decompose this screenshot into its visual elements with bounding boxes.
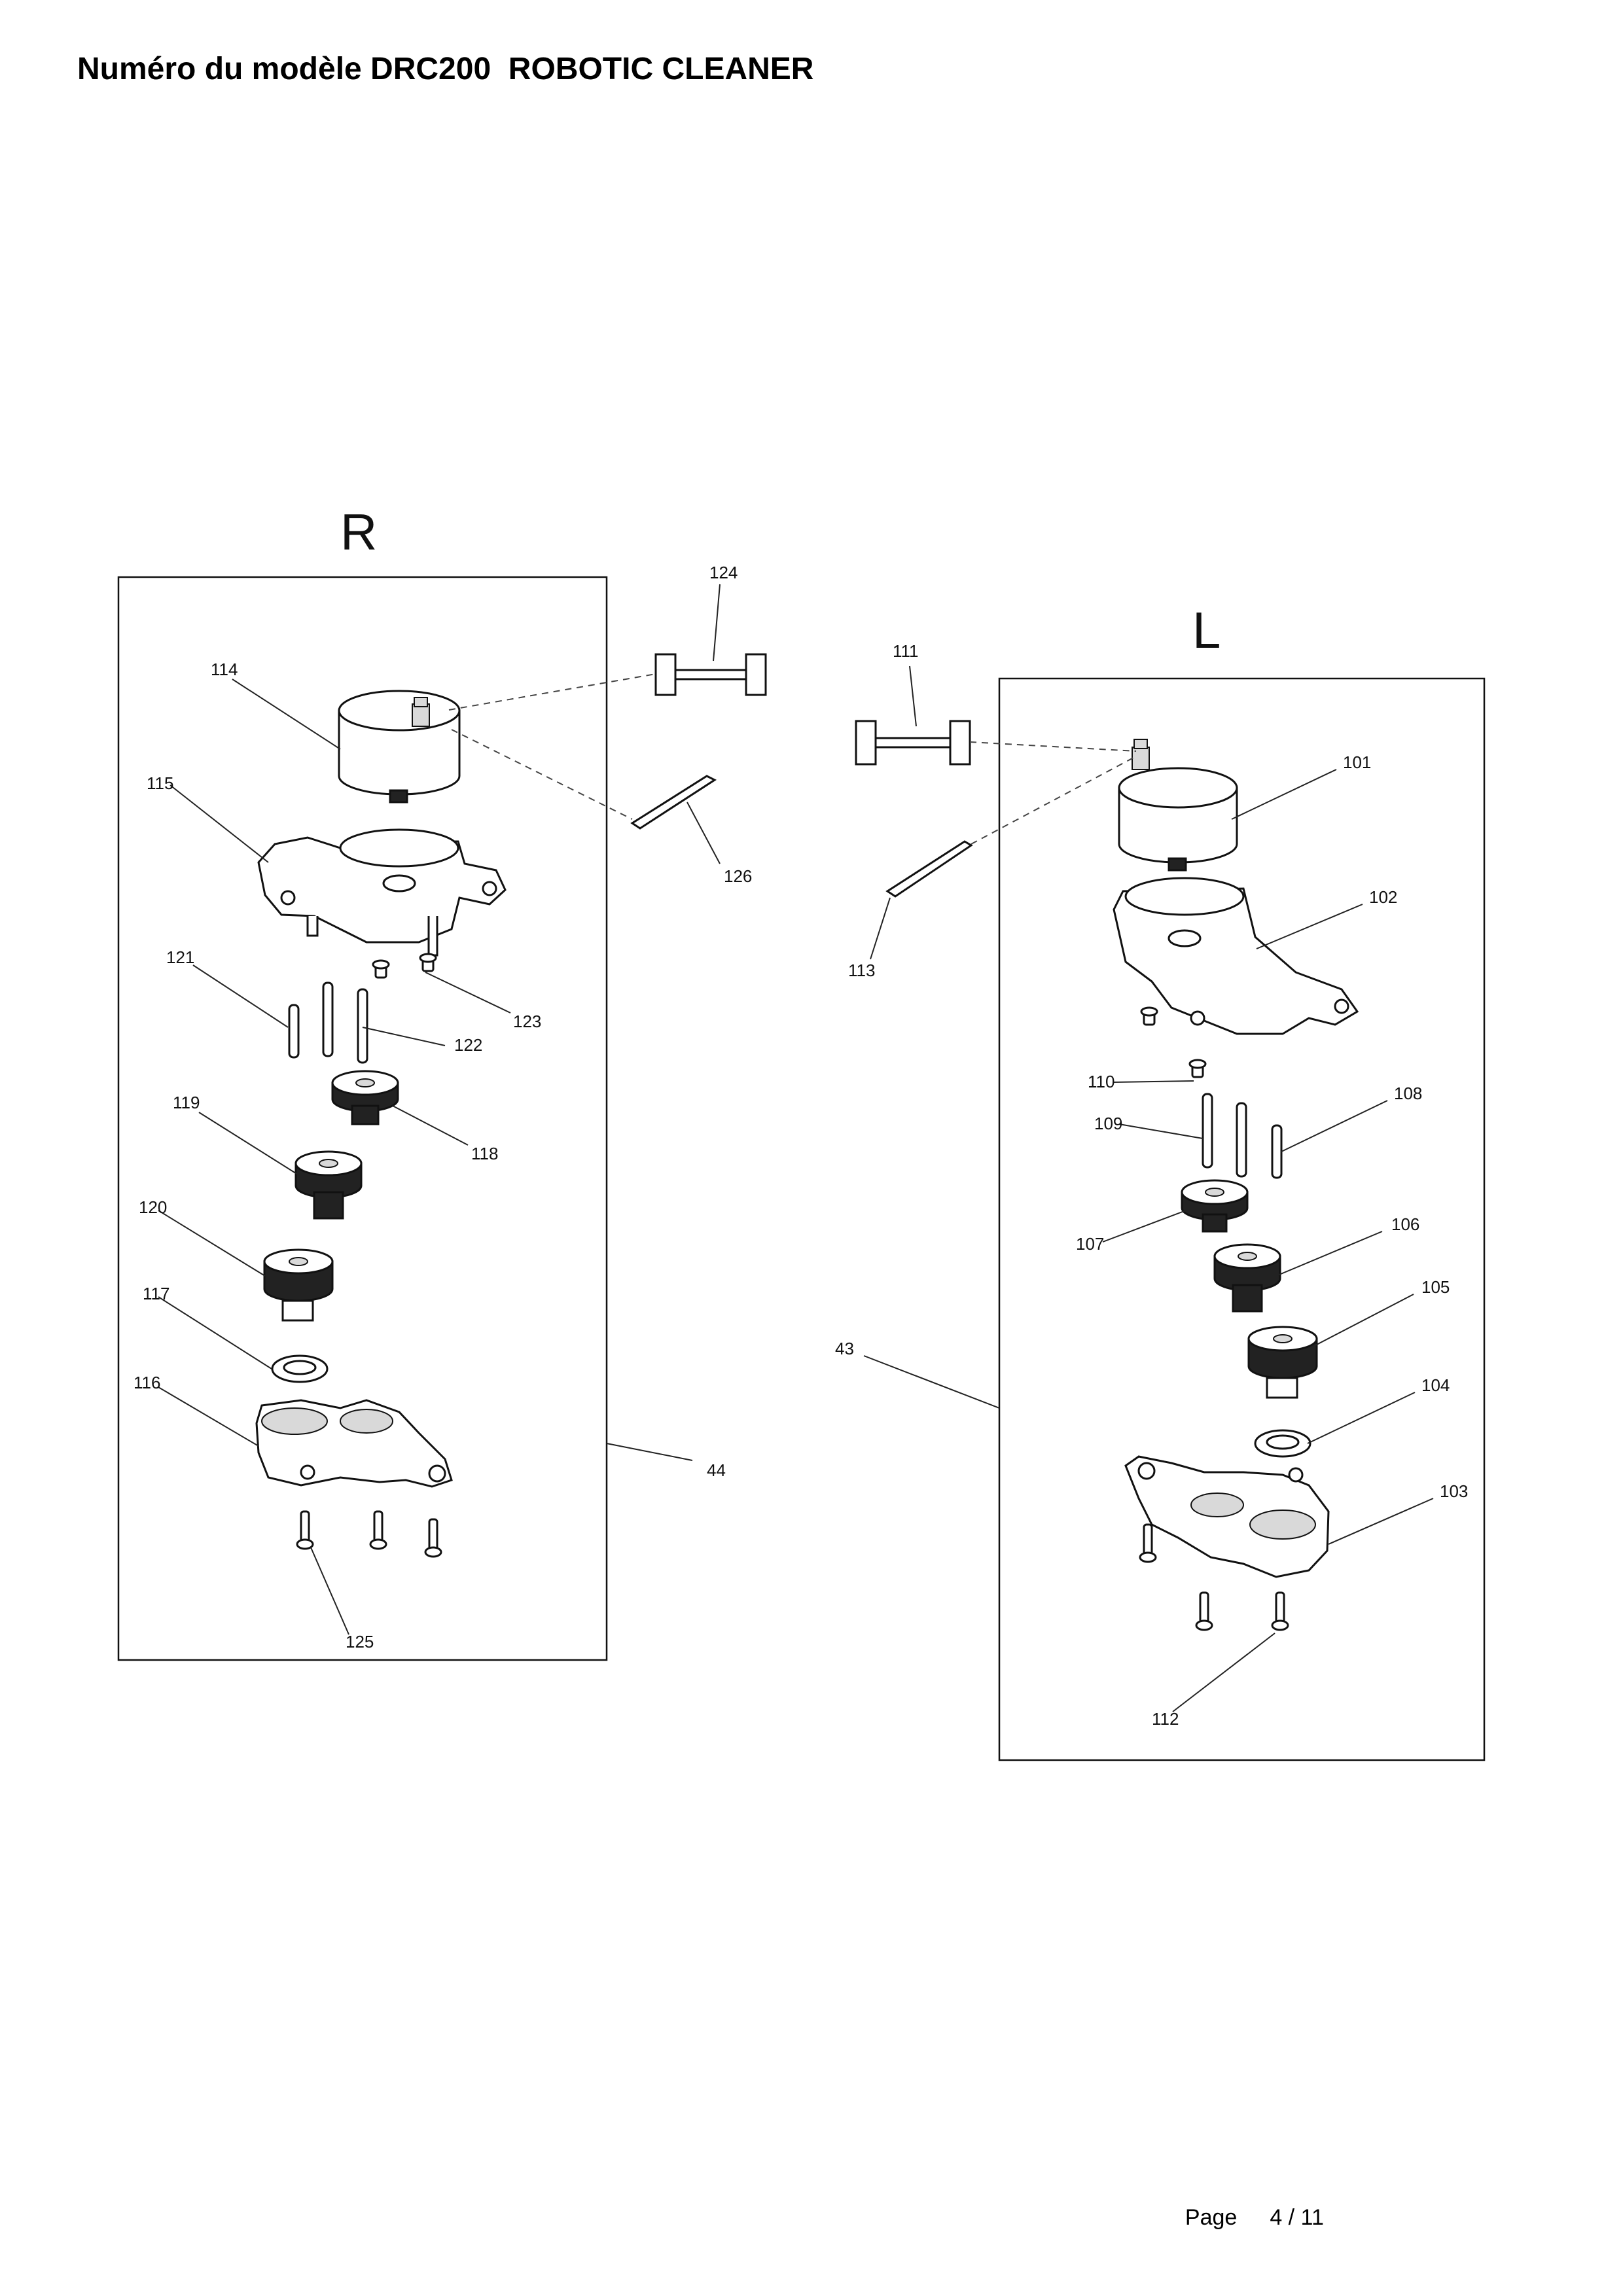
panel-right-frame: [117, 576, 608, 1661]
ref-126: 126: [724, 866, 752, 886]
ref-44: 44: [707, 1460, 726, 1480]
ref-105: 105: [1421, 1277, 1450, 1297]
page-number: 4 / 11: [1270, 2205, 1324, 2230]
part-106-gear: [1213, 1243, 1281, 1313]
ref-118: 118: [471, 1144, 498, 1163]
part-121-pin: [288, 1004, 300, 1059]
ref-119: 119: [173, 1093, 200, 1112]
part-119-gear: [294, 1150, 363, 1220]
ref-116: 116: [134, 1373, 160, 1392]
ref-113: 113: [848, 961, 875, 980]
ref-107: 107: [1076, 1234, 1104, 1254]
side-label-right: R: [340, 503, 377, 561]
ref-103: 103: [1440, 1481, 1468, 1501]
ref-120: 120: [139, 1197, 167, 1217]
ref-124: 124: [709, 563, 738, 582]
part-107-gear: [1181, 1179, 1249, 1233]
ref-123: 123: [513, 1012, 541, 1031]
part-116-lower-housing: [255, 1399, 453, 1488]
part-120-gear: [263, 1248, 334, 1322]
part-101-motor: [1118, 739, 1238, 872]
ref-102: 102: [1369, 887, 1397, 907]
assembly-dashed-lines: [448, 673, 1137, 845]
part-117-ring: [271, 1354, 329, 1383]
ref-115: 115: [147, 773, 173, 793]
part-126-strip: [630, 775, 717, 830]
ref-122: 122: [454, 1035, 482, 1055]
part-111-shaft: [855, 720, 971, 766]
page-label: Page: [1185, 2205, 1238, 2230]
part-122-pins: [322, 981, 368, 1064]
ref-114: 114: [211, 660, 238, 679]
ref-104: 104: [1421, 1375, 1450, 1395]
ref-125: 125: [346, 1632, 374, 1651]
ref-43: 43: [835, 1339, 854, 1358]
part-124-shaft: [654, 653, 767, 696]
part-110-screws: [1140, 1006, 1207, 1078]
part-103-lower-housing: [1124, 1455, 1330, 1578]
ref-101: 101: [1343, 752, 1371, 772]
part-118-gear: [331, 1070, 399, 1125]
part-109-pins: [1202, 1093, 1247, 1178]
side-label-left: L: [1192, 601, 1221, 659]
leader-lines: [158, 584, 1434, 1712]
panel-left-frame: [998, 677, 1486, 1761]
ref-111: 111: [893, 641, 919, 661]
part-114-motor: [338, 690, 461, 804]
part-104-ring: [1254, 1429, 1311, 1458]
ref-106: 106: [1391, 1214, 1419, 1234]
part-112-screws: [1139, 1523, 1289, 1631]
part-108-pin: [1271, 1124, 1283, 1179]
ref-110: 110: [1088, 1072, 1115, 1091]
part-123-screws: [372, 953, 437, 979]
page-title: Numéro du modèle DRC200 ROBOTIC CLEANER: [77, 52, 814, 86]
ref-121: 121: [166, 947, 194, 967]
ref-112: 112: [1152, 1709, 1179, 1729]
part-125-screws: [296, 1510, 442, 1558]
part-105-gear: [1247, 1326, 1318, 1399]
ref-117: 117: [143, 1284, 169, 1303]
ref-108: 108: [1394, 1084, 1422, 1103]
ref-109: 109: [1094, 1114, 1122, 1133]
page-footer: Page 4 / 11: [1173, 2180, 1324, 2231]
part-102-upper-housing: [1113, 877, 1359, 1035]
part-113-strip: [885, 840, 973, 898]
part-115-upper-housing: [257, 828, 507, 957]
